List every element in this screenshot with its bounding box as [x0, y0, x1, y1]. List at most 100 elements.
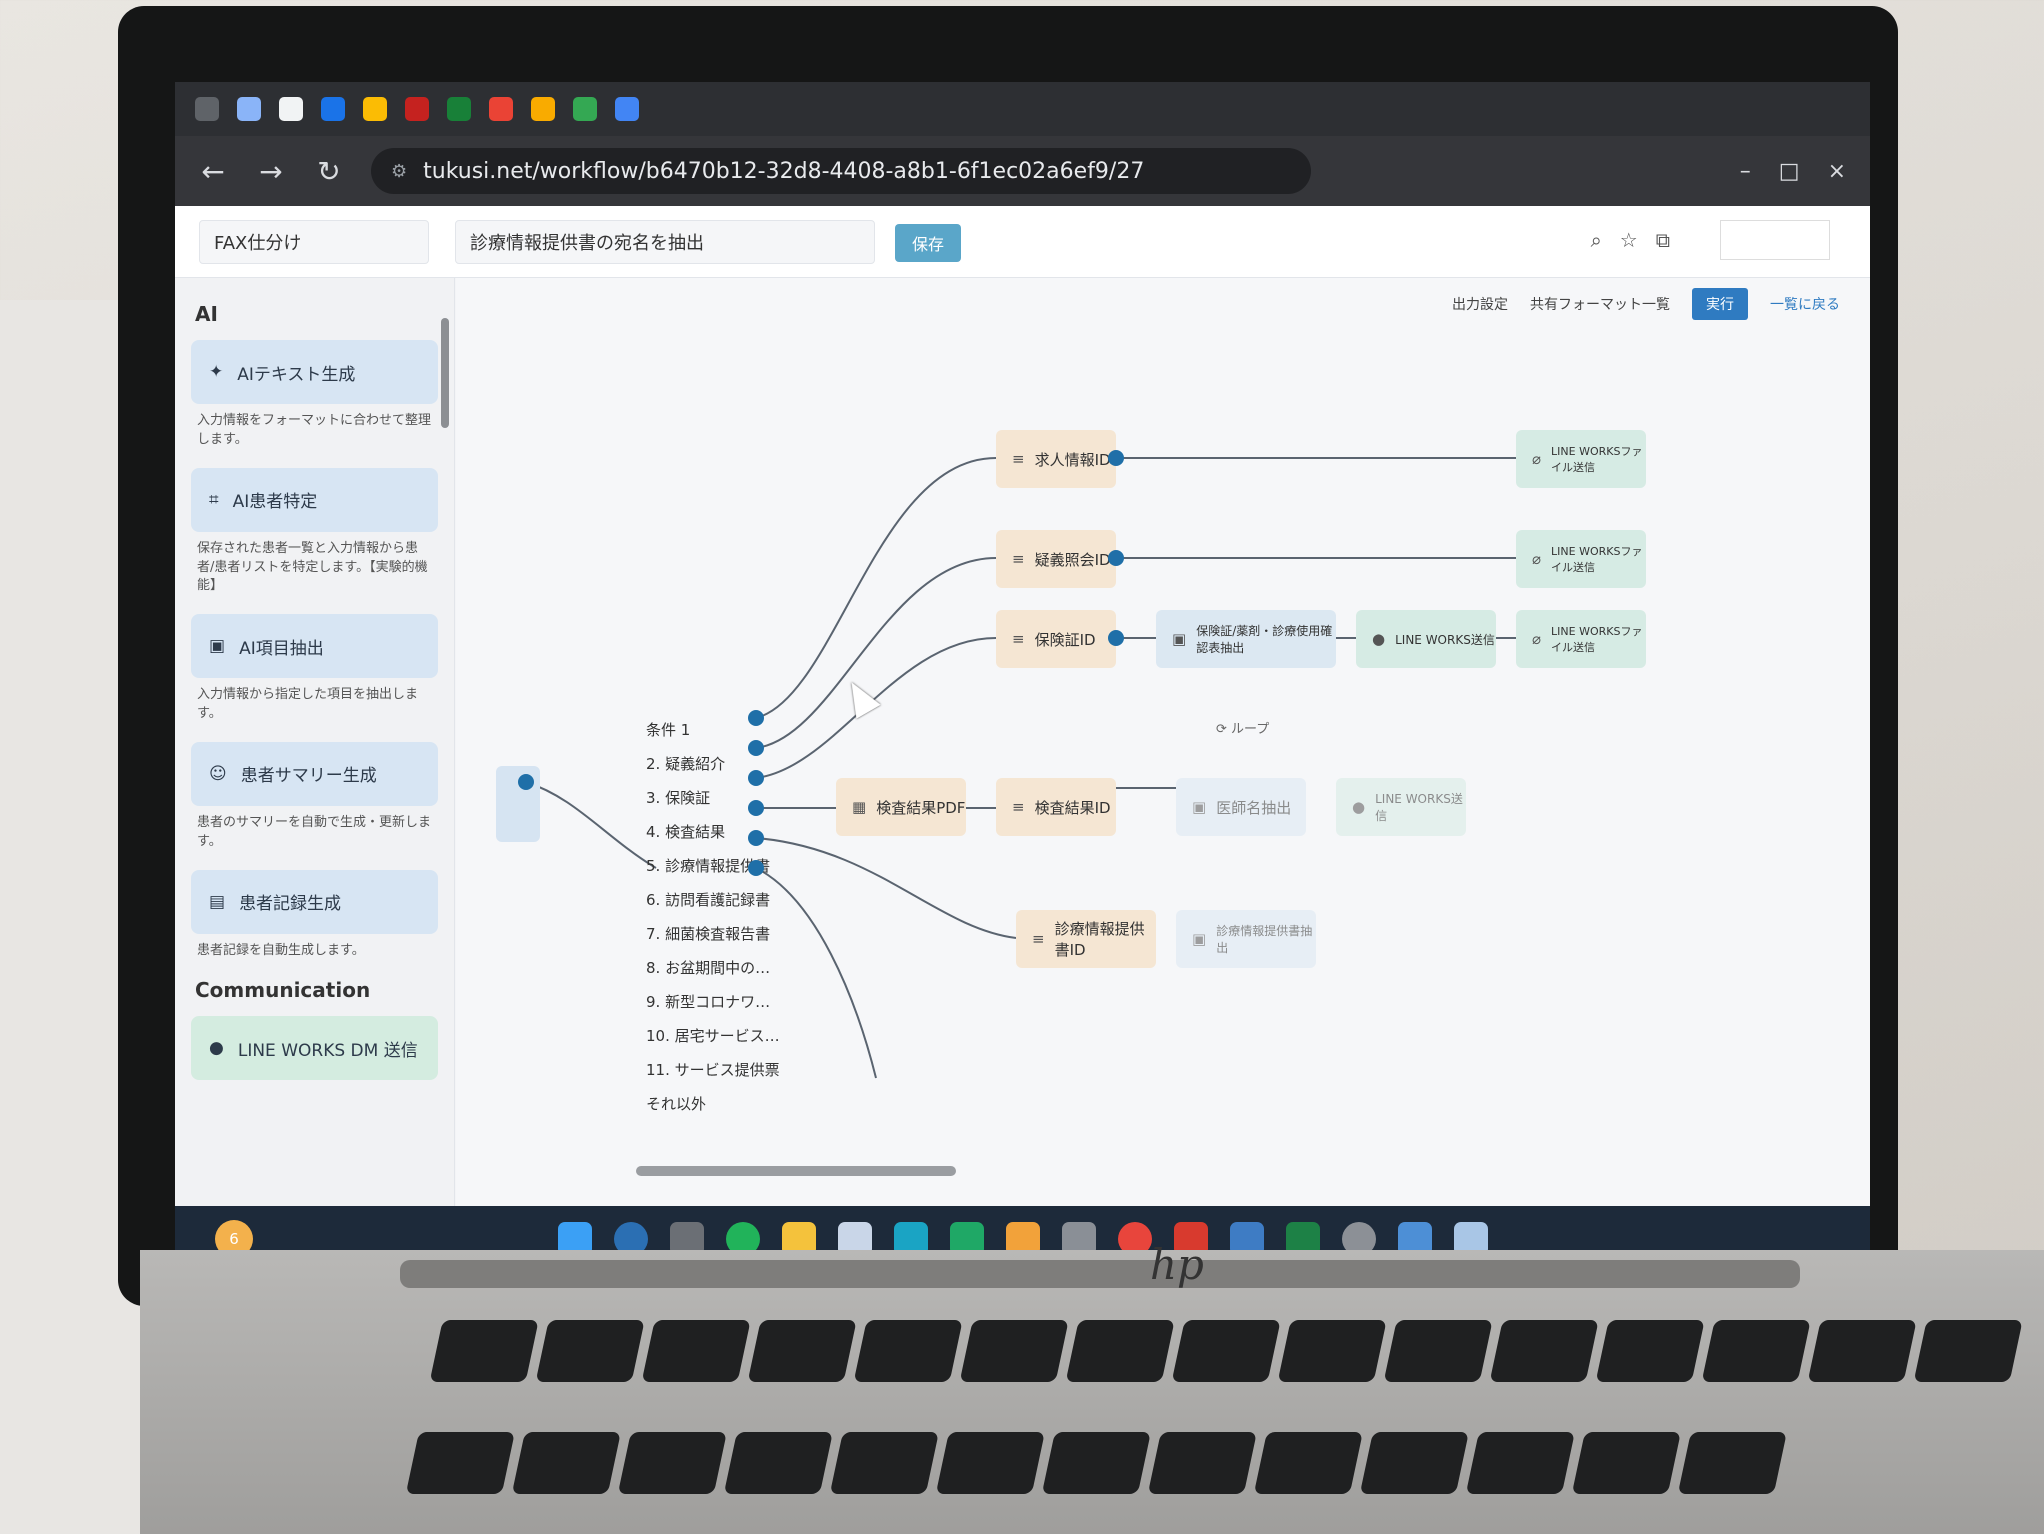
- port[interactable]: [1108, 550, 1124, 566]
- forward-arrow-icon[interactable]: →: [259, 154, 283, 188]
- port[interactable]: [748, 830, 764, 846]
- node-lineworks-send[interactable]: ● LINE WORKS送信: [1356, 610, 1496, 668]
- edge: [755, 557, 997, 749]
- close-icon[interactable]: ×: [1827, 158, 1846, 184]
- document-search-icon: ▣: [1172, 630, 1187, 648]
- node-doctor-extract[interactable]: ▣ 医師名抽出: [1176, 778, 1306, 836]
- tab-favicon[interactable]: [405, 97, 429, 121]
- tab-favicon[interactable]: [447, 97, 471, 121]
- run-button[interactable]: 実行: [1692, 288, 1748, 320]
- scan-icon: ⌗: [209, 489, 219, 510]
- tab-favicon[interactable]: [237, 97, 261, 121]
- branch-item[interactable]: 5. 診療情報提供書: [646, 856, 771, 875]
- branch-item[interactable]: 6. 訪問看護記録書: [646, 890, 771, 909]
- sidebar-section-ai: AI: [195, 302, 218, 326]
- workflow-name-field[interactable]: FAX仕分け: [199, 220, 429, 264]
- palette-item-ai-extract[interactable]: ▣ AI項目抽出: [191, 614, 438, 679]
- tab-favicon[interactable]: [363, 97, 387, 121]
- browser-tabstrip: [175, 82, 1870, 136]
- minimize-icon[interactable]: –: [1739, 158, 1751, 184]
- node-insurance-id[interactable]: ≡ 保険証ID: [996, 610, 1116, 668]
- sparkle-icon: ✦: [209, 362, 224, 382]
- port[interactable]: [1108, 630, 1124, 646]
- branch-item[interactable]: 2. 疑義紹介: [646, 754, 726, 773]
- node-insurance-extract[interactable]: ▣ 保険証/薬剤・診療使用確認表抽出: [1156, 610, 1336, 668]
- branch-item[interactable]: 7. 細菌検査報告書: [646, 924, 771, 943]
- node-name-field[interactable]: 診療情報提供書の宛名を抽出: [455, 220, 875, 264]
- key: [1359, 1432, 1469, 1494]
- loop-text: ループ: [1231, 722, 1270, 737]
- palette-item-patient-record[interactable]: ▤ 患者記録生成: [191, 869, 438, 934]
- branch-item[interactable]: 10. 居宅サービス…: [646, 1026, 780, 1045]
- node-inquiry-id[interactable]: ≡ 疑義照会ID: [996, 530, 1116, 588]
- node-lineworks-file[interactable]: ⌀ LINE WORKSファイル送信: [1516, 430, 1646, 488]
- save-button[interactable]: 保存: [895, 224, 961, 262]
- port[interactable]: [748, 860, 764, 876]
- workflow-canvas[interactable]: 出力設定 共有フォーマット一覧 実行 一覧に戻る: [456, 278, 1870, 1206]
- zoom-icon[interactable]: ⌕: [1590, 228, 1602, 252]
- reload-icon[interactable]: ↻: [317, 154, 341, 188]
- node-lineworks-send[interactable]: ● LINE WORKS送信: [1336, 778, 1466, 836]
- site-info-icon[interactable]: ⚙: [391, 160, 408, 182]
- branch-item[interactable]: 9. 新型コロナワ…: [646, 992, 771, 1011]
- tab-favicon[interactable]: [573, 97, 597, 121]
- port[interactable]: [518, 774, 534, 790]
- tab-search-icon[interactable]: [195, 97, 219, 121]
- node-lineworks-file[interactable]: ⌀ LINE WORKSファイル送信: [1516, 530, 1646, 588]
- palette-item-ai-text[interactable]: ✦ AIテキスト生成: [191, 340, 438, 404]
- palette-item-desc: 患者のサマリーを自動で生成・更新します。: [197, 814, 432, 849]
- node-label: 診療情報提供書ID: [1054, 920, 1145, 959]
- branch-item[interactable]: 3. 保険証: [646, 788, 711, 807]
- pdf-icon: ▦: [852, 798, 867, 816]
- tab-favicon[interactable]: [489, 97, 513, 121]
- key: [1465, 1432, 1575, 1494]
- back-to-list-link[interactable]: 一覧に戻る: [1770, 297, 1840, 313]
- url-input[interactable]: ⚙ tukusi.net/workflow/b6470b12-32d8-4408…: [371, 148, 1311, 194]
- port[interactable]: [1108, 450, 1124, 466]
- key: [641, 1320, 751, 1382]
- node-label: 検査結果PDF: [876, 798, 966, 817]
- key: [1171, 1320, 1281, 1382]
- tab-favicon[interactable]: [279, 97, 303, 121]
- back-arrow-icon[interactable]: ←: [201, 154, 225, 188]
- node-test-pdf[interactable]: ▦ 検査結果PDF: [836, 778, 966, 836]
- key: [429, 1320, 539, 1382]
- sidebar-scrollbar[interactable]: [441, 318, 449, 428]
- edge: [755, 457, 997, 719]
- edge: [755, 637, 997, 779]
- canvas-horizontal-scrollbar[interactable]: [636, 1166, 956, 1176]
- node-job-id[interactable]: ≡ 求人情報ID: [996, 430, 1116, 488]
- palette-item-label: AI患者特定: [232, 492, 318, 513]
- key: [1041, 1432, 1151, 1494]
- tab-favicon[interactable]: [531, 97, 555, 121]
- node-lineworks-file[interactable]: ⌀ LINE WORKSファイル送信: [1516, 610, 1646, 668]
- port[interactable]: [748, 800, 764, 816]
- palette-item-ai-patient[interactable]: ⌗ AI患者特定: [191, 467, 438, 532]
- branch-item[interactable]: 11. サービス提供票: [646, 1060, 780, 1079]
- port[interactable]: [748, 740, 764, 756]
- branch-item[interactable]: 8. お盆期間中の…: [646, 958, 771, 977]
- palette-item-desc: 入力情報から指定した項目を抽出します。: [197, 687, 419, 722]
- palette-item-lineworks-dm[interactable]: ● LINE WORKS DM 送信: [191, 1016, 438, 1081]
- port[interactable]: [748, 770, 764, 786]
- output-settings-button[interactable]: 出力設定: [1452, 297, 1508, 313]
- branch-item[interactable]: 条件 1: [646, 720, 691, 739]
- tab-favicon[interactable]: [615, 97, 639, 121]
- tab-favicon[interactable]: [321, 97, 345, 121]
- bookmark-star-icon[interactable]: ☆: [1619, 228, 1638, 252]
- node-label: 検査結果ID: [1034, 798, 1111, 817]
- maximize-icon[interactable]: □: [1778, 158, 1800, 184]
- extensions-icon[interactable]: ⧉: [1655, 228, 1670, 252]
- branch-item[interactable]: 4. 検査結果: [646, 822, 726, 841]
- node-referral-extract[interactable]: ▣ 診療情報提供書抽出: [1176, 910, 1316, 968]
- branch-item[interactable]: それ以外: [646, 1094, 707, 1113]
- palette-item-patient-summary[interactable]: ☺ 患者サマリー生成: [191, 741, 438, 806]
- port[interactable]: [748, 710, 764, 726]
- key: [535, 1320, 645, 1382]
- palette-item-desc: 入力情報をフォーマットに合わせて整理します。: [197, 413, 432, 447]
- palette-item-desc: 保存された患者一覧と入力情報から患者/患者リストを特定します。【実験的機能】: [197, 540, 428, 594]
- node-referral-id[interactable]: ≡ 診療情報提供書ID: [1016, 910, 1156, 968]
- shared-formats-button[interactable]: 共有フォーマット一覧: [1530, 297, 1670, 313]
- edge: [755, 867, 877, 1079]
- node-test-id[interactable]: ≡ 検査結果ID: [996, 778, 1116, 836]
